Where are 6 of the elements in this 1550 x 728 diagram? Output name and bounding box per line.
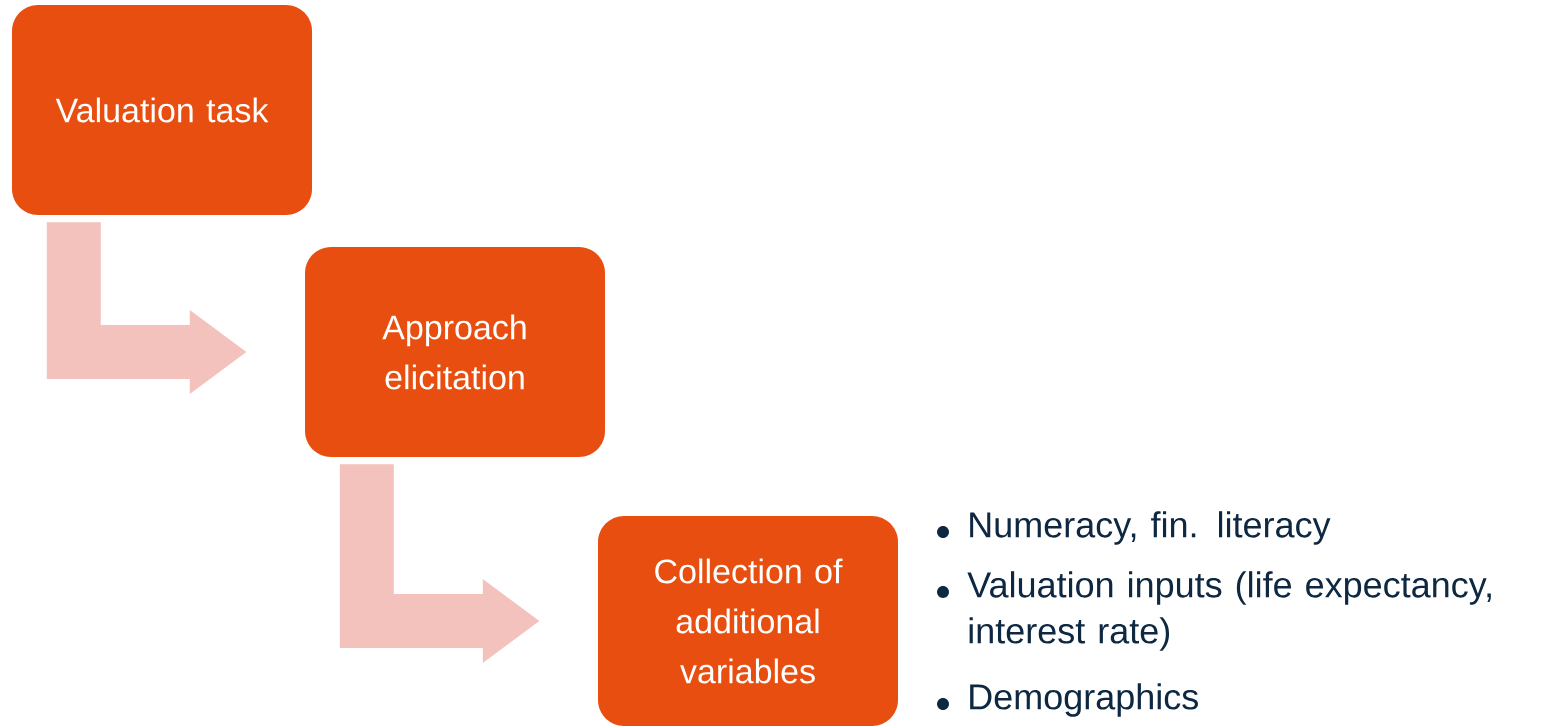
bullet-text: Demographics (970, 683, 1198, 717)
bullet-text: Valuation inputs (life expectancy, interest rate) (967, 571, 1491, 651)
process-box: Collection of additional variables (598, 516, 898, 726)
process-box: Approach elicitation (305, 247, 605, 457)
bullet-text: Numeracy, fin. literacy (970, 511, 1331, 545)
process-box: Valuation task (12, 5, 312, 215)
